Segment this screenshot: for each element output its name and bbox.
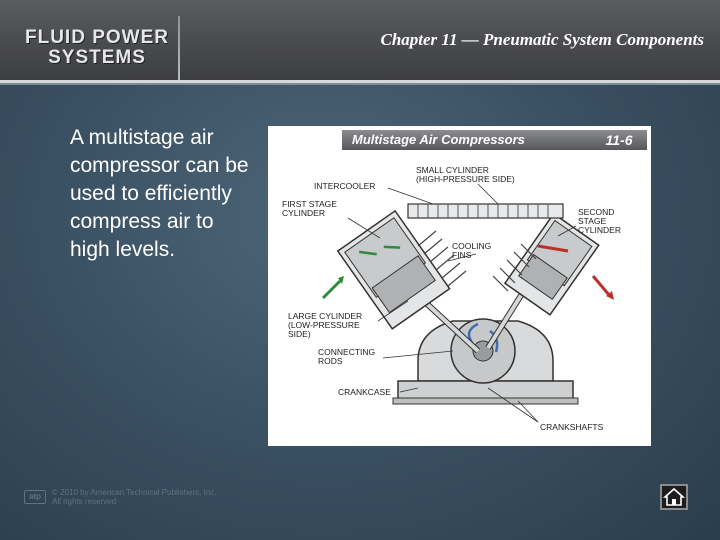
copyright-line-1: © 2010 by American Technical Publishers,… — [52, 488, 217, 497]
label-crankcase: CRANKCASE — [338, 388, 391, 397]
copyright-text: © 2010 by American Technical Publishers,… — [52, 488, 217, 506]
figure-number: 11-6 — [593, 130, 645, 150]
logo-line-1: FLUID POWER — [22, 28, 172, 48]
copyright-line-2: All rights reserved — [52, 497, 217, 506]
atp-logo: atp — [24, 490, 46, 504]
fluid-power-systems-logo: FLUID POWER SYSTEMS — [22, 28, 172, 68]
figure-title: Multistage Air Compressors — [352, 132, 525, 147]
label-large-cylinder: LARGE CYLINDER (LOW-PRESSURE SIDE) — [288, 312, 362, 339]
home-icon — [662, 486, 686, 508]
compressor-figure: Multistage Air Compressors 11-6 INTERCOO… — [268, 126, 651, 446]
label-crankshafts: CRANKSHAFTS — [540, 423, 603, 432]
label-second-stage-cylinder: SECOND STAGE CYLINDER — [578, 208, 621, 235]
copyright-notice: atp © 2010 by American Technical Publish… — [24, 488, 217, 506]
label-first-stage-cylinder: FIRST STAGE CYLINDER — [282, 200, 337, 218]
label-connecting-rods: CONNECTING RODS — [318, 348, 375, 366]
label-cooling-fins: COOLING FINS — [452, 242, 491, 260]
header-divider — [178, 16, 180, 80]
label-small-cylinder: SMALL CYLINDER (HIGH-PRESSURE SIDE) — [416, 166, 515, 184]
chapter-title: Chapter 11 — Pneumatic System Components — [280, 30, 704, 50]
home-button[interactable] — [660, 484, 688, 510]
label-intercooler: INTERCOOLER — [314, 182, 375, 191]
header-rule-secondary — [0, 83, 720, 85]
logo-line-2: SYSTEMS — [22, 48, 172, 68]
slide-body-text: A multistage air compressor can be used … — [70, 124, 255, 264]
